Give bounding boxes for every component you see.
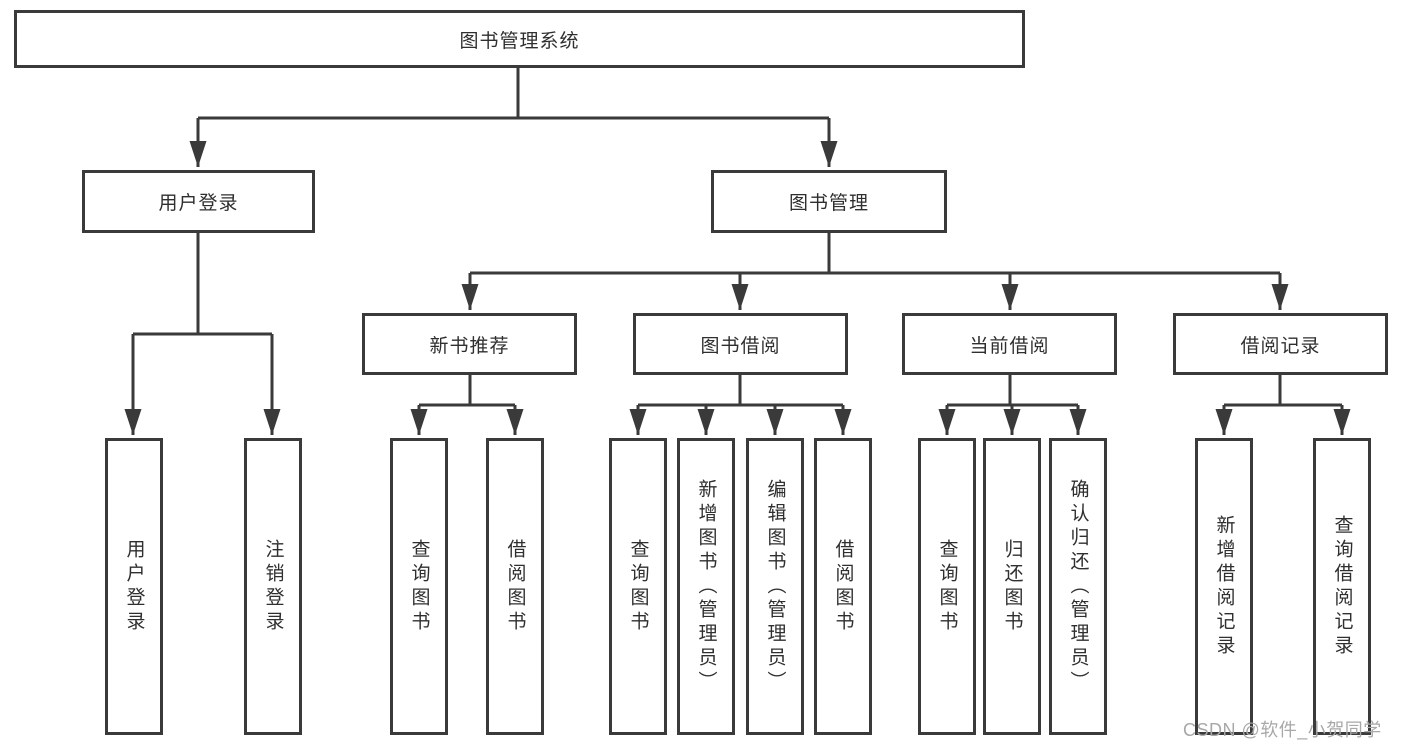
node-user-login: 用户登录 bbox=[82, 170, 315, 233]
csdn-watermark: CSDN @软件_小贺同学 bbox=[1183, 720, 1382, 740]
leaf-confirm-return-admin: 确认归还（管理员） bbox=[1049, 438, 1107, 735]
leaf-add-borrow-record: 新增借阅记录 bbox=[1195, 438, 1253, 735]
node-borrowing-records: 借阅记录 bbox=[1173, 313, 1388, 375]
node-current-borrowing: 当前借阅 bbox=[902, 313, 1117, 375]
leaf-logout: 注销登录 bbox=[244, 438, 302, 735]
leaf-user-login: 用户登录 bbox=[105, 438, 163, 735]
leaf-query-books-current: 查询图书 bbox=[918, 438, 976, 735]
leaf-query-books-recommend: 查询图书 bbox=[390, 438, 448, 735]
leaf-query-borrow-record: 查询借阅记录 bbox=[1313, 438, 1371, 735]
leaf-query-books-borrowing: 查询图书 bbox=[609, 438, 667, 735]
node-book-management: 图书管理 bbox=[711, 170, 947, 233]
leaf-edit-books-admin: 编辑图书（管理员） bbox=[746, 438, 804, 735]
node-library-management-system: 图书管理系统 bbox=[14, 10, 1025, 68]
leaf-add-books-admin: 新增图书（管理员） bbox=[677, 438, 735, 735]
leaf-borrow-books: 借阅图书 bbox=[814, 438, 872, 735]
leaf-return-books: 归还图书 bbox=[983, 438, 1041, 735]
leaf-borrow-books-recommend: 借阅图书 bbox=[486, 438, 544, 735]
node-new-book-recommendation: 新书推荐 bbox=[362, 313, 577, 375]
node-book-borrowing: 图书借阅 bbox=[633, 313, 848, 375]
